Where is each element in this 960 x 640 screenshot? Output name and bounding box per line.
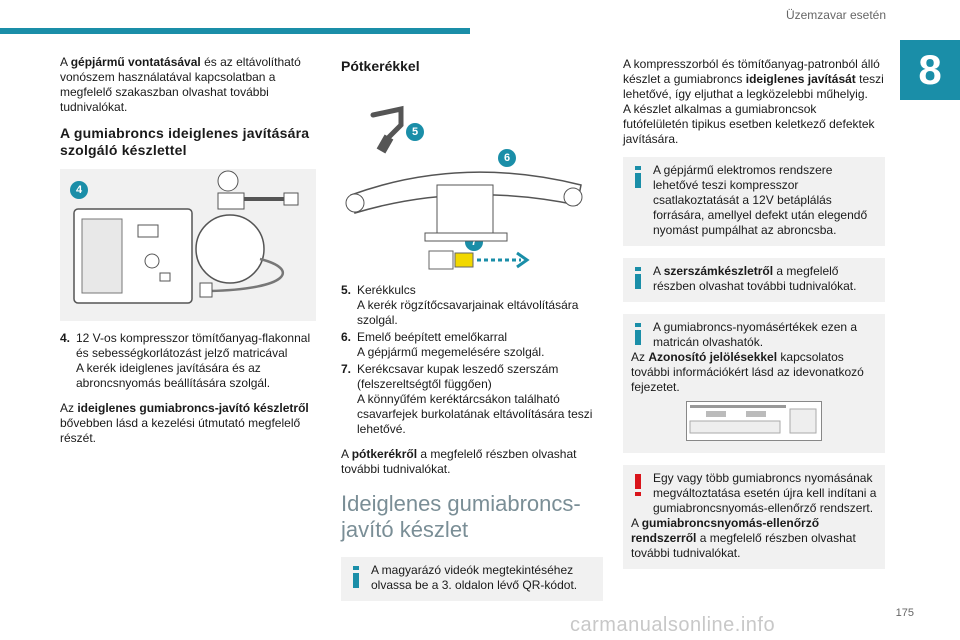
column-1: A gépjármű vontatásával és az eltávolíth… <box>60 55 316 456</box>
tools-illustration: 5 6 7 <box>341 85 603 273</box>
marker-4: 4 <box>70 181 88 199</box>
info-note: A szerszámkészletről a megfelelő részben… <box>623 258 885 302</box>
info-note: A gépjármű elektromos rendszere lehetővé… <box>623 157 885 246</box>
info-icon <box>635 267 641 289</box>
list-item: 4. 12 V-os kompresszor tömítőanyag-flako… <box>60 331 311 390</box>
list-item: 7. Kerékcsavar kupak leszedő szerszám (f… <box>341 362 593 436</box>
tools-drawing <box>345 105 583 272</box>
section-title: Üzemzavar esetén <box>785 8 886 22</box>
page-number: 175 <box>895 607 914 619</box>
info-note: A gumiabroncs-nyomásértékek ezen a matri… <box>623 314 885 453</box>
compressor-illustration: 4 <box>60 169 316 321</box>
column-3: A kompresszorból és tömítőanyag-patronbó… <box>623 57 885 581</box>
towing-paragraph: A gépjármű vontatásával és az eltávolíth… <box>60 55 301 114</box>
repair-kit-heading: A gumiabroncs ideiglenes javítására szol… <box>60 125 310 158</box>
info-note: A magyarázó videók megtekintéséhez olvas… <box>341 557 603 601</box>
warning-note: Egy vagy több gumiabroncs nyomásának meg… <box>623 465 885 569</box>
compressor-list: 4. 12 V-os kompresszor tömítőanyag-flako… <box>60 331 316 391</box>
warning-icon <box>635 474 641 496</box>
watermark: carmanualsonline.info <box>570 614 776 636</box>
kit-description: A kompresszorból és tömítőanyag-patronbó… <box>623 57 884 146</box>
marker-6: 6 <box>498 149 516 167</box>
repair-kit-reference: Az ideiglenes gumiabroncs-javító készlet… <box>60 401 309 445</box>
info-icon <box>635 323 641 345</box>
header-bar <box>0 28 470 34</box>
chapter-badge: 8 <box>900 40 960 100</box>
spare-wheel-heading: Pótkerékkel <box>341 58 420 74</box>
tyre-pressure-label <box>686 401 822 441</box>
repair-kit-section-heading: Ideiglenes gumiabroncs-javító készlet <box>341 491 581 542</box>
spare-wheel-reference: A pótkerékről a megfelelő részben olvash… <box>341 447 577 476</box>
info-icon <box>635 166 641 188</box>
info-icon <box>353 566 359 588</box>
marker-5: 5 <box>406 123 424 141</box>
compressor-drawing <box>73 170 299 304</box>
